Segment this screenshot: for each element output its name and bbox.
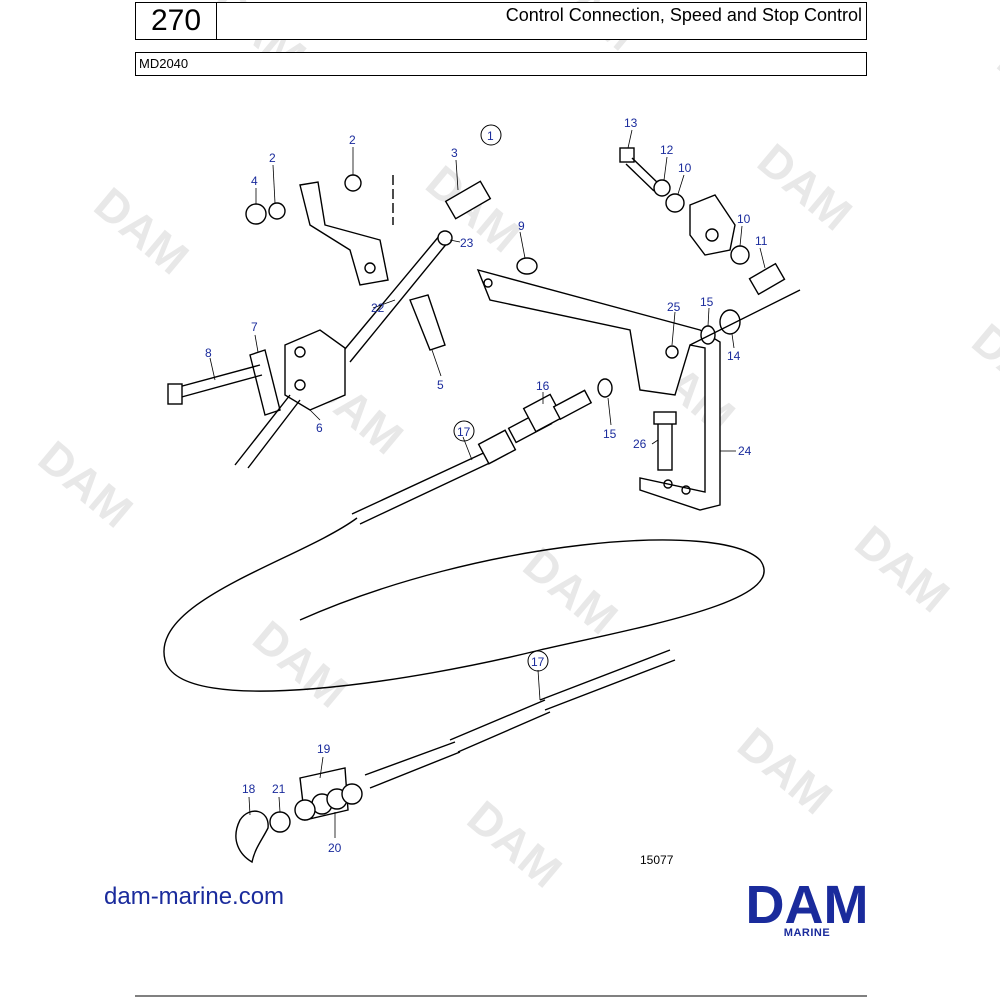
dam-logo: DAM [746, 875, 869, 935]
threaded-end [552, 389, 593, 421]
logo-subtext: MARINE [783, 927, 831, 939]
nut-20d [294, 799, 316, 821]
callout-2a: 2 [269, 151, 276, 165]
washer-10b [730, 245, 750, 265]
callout-12: 12 [660, 143, 674, 157]
leader-lines [209, 129, 766, 838]
cable-tail [234, 394, 301, 469]
knob-18 [235, 810, 269, 864]
callout-11: 11 [755, 234, 768, 248]
callout-20: 20 [328, 841, 342, 855]
callout-3: 3 [451, 146, 458, 160]
stop-cable-wire [689, 289, 801, 346]
website-link[interactable]: dam-marine.com [104, 883, 285, 910]
page-header: 270 Control Connection, Speed and Stop C… [135, 2, 867, 40]
nut-12 [653, 179, 671, 197]
callout-22: 22 [371, 301, 385, 315]
bolt-8 [174, 364, 263, 399]
callout-17b: 17 [531, 655, 545, 669]
bracket-hole [663, 479, 673, 489]
callout-10a: 10 [678, 161, 692, 175]
cable-upper [351, 449, 497, 525]
mounting-bracket [476, 268, 721, 511]
bolt-13-shank [625, 157, 661, 192]
callout-15b: 15 [603, 427, 617, 441]
ring-23 [437, 230, 453, 246]
washer-15 [597, 378, 613, 398]
page-title: Control Connection, Speed and Stop Contr… [505, 5, 862, 25]
logo-text: DAM [746, 875, 869, 935]
model-name: MD2040 [139, 56, 189, 71]
callout-18: 18 [242, 782, 256, 796]
bracket-hole [665, 345, 679, 359]
callout-26: 26 [633, 437, 647, 451]
callout-1: 1 [487, 129, 494, 143]
callout-13: 13 [624, 116, 638, 130]
bolt-13 [619, 147, 635, 163]
callout-circle [527, 650, 549, 672]
callout-2b: 2 [349, 133, 356, 147]
nut-20c [341, 783, 363, 805]
callout-6: 6 [316, 421, 323, 435]
lever-hole [364, 262, 376, 274]
washer-10 [665, 193, 685, 213]
callout-15a: 15 [700, 295, 714, 309]
callout-19: 19 [317, 742, 331, 756]
washer-15b [700, 325, 716, 345]
link-plate-5 [409, 294, 446, 351]
lever-arm [299, 181, 389, 286]
stop-lever [689, 194, 736, 256]
callout-17a: 17 [457, 425, 471, 439]
control-cable-22 [339, 234, 449, 363]
cable-clamp [284, 329, 346, 411]
callout-21: 21 [272, 782, 286, 796]
cable-lower [539, 649, 676, 711]
bolt-8-head [167, 383, 183, 405]
ball-joint-11 [748, 262, 786, 296]
washer-2b [344, 174, 362, 192]
threaded-rod [364, 741, 461, 789]
nut-9 [516, 257, 538, 275]
stop-lever-hole [705, 228, 719, 242]
clamp-hole [294, 346, 306, 358]
callout-5: 5 [437, 378, 444, 392]
ball-joint-3 [444, 180, 492, 220]
callout-7: 7 [251, 320, 258, 334]
washer-2 [268, 202, 286, 220]
callout-25: 25 [667, 300, 681, 314]
figure-number: 15077 [640, 853, 674, 867]
callout-16: 16 [536, 379, 550, 393]
bracket-hole [681, 485, 691, 495]
cable-lower-sleeve [449, 699, 551, 753]
callout-10b: 10 [737, 212, 751, 226]
cable-end-fitting [477, 429, 517, 465]
plate-7 [249, 349, 281, 416]
cable-loop [163, 517, 765, 692]
nut-21 [269, 811, 291, 833]
page-number: 270 [136, 3, 217, 39]
bracket-hole [483, 278, 493, 288]
callout-9: 9 [518, 219, 525, 233]
callout-circle [480, 124, 502, 146]
callout-4: 4 [251, 174, 258, 188]
bolt-26-head [653, 411, 677, 425]
nut-4 [245, 203, 267, 225]
callout-23: 23 [460, 236, 474, 250]
model-bar: MD2040 [135, 52, 867, 76]
callout-8: 8 [205, 346, 212, 360]
callout-circle [453, 420, 475, 442]
callout-24: 24 [738, 444, 752, 458]
callout-14: 14 [727, 349, 741, 363]
clamp-hole [294, 379, 306, 391]
